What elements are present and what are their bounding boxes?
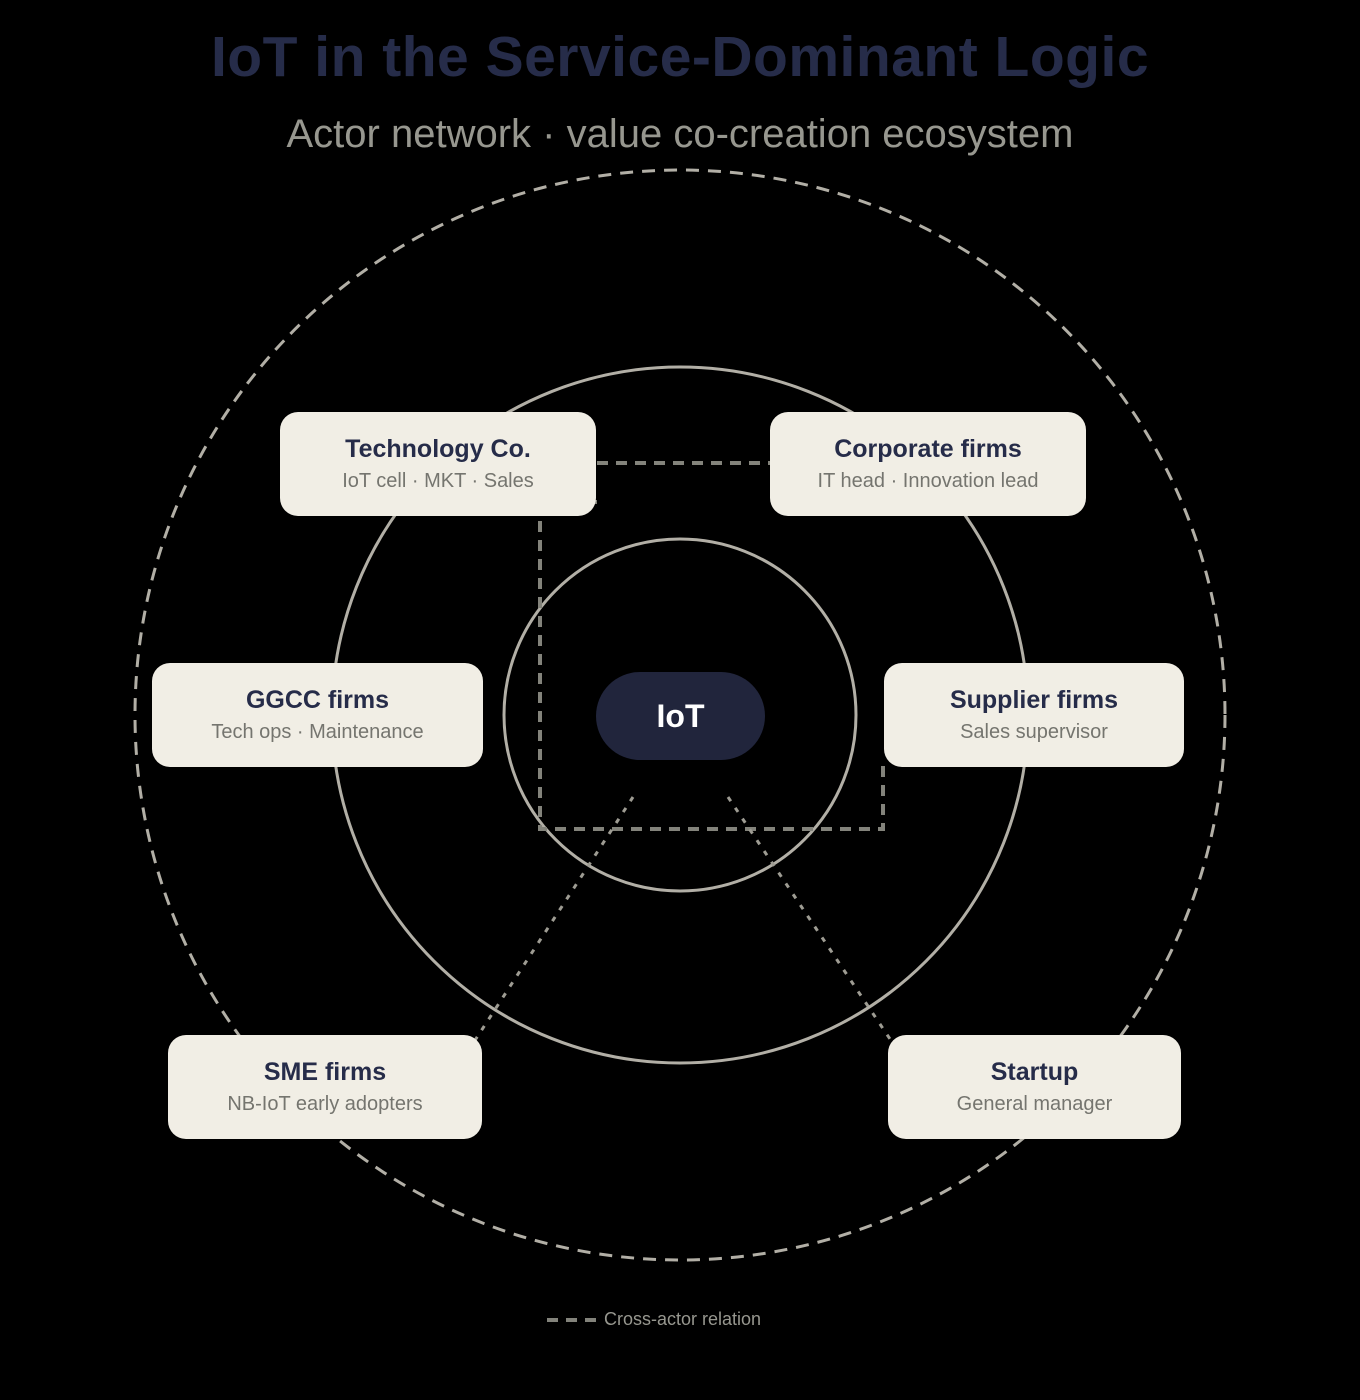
actor-roles: IoT cell · MKT · Sales: [342, 470, 534, 492]
actor-name: Corporate firms: [834, 435, 1022, 463]
outer-dashed-circle: [133, 168, 1227, 1262]
page-subtitle: Actor network · value co-creation ecosys…: [286, 112, 1074, 156]
legend-label: Cross-actor relation: [604, 1309, 762, 1329]
actor-name: SME firms: [263, 1058, 387, 1086]
actor-roles: NB-IoT early adopters: [227, 1093, 423, 1115]
actor-box-sme-firms: SME firms NB-IoT early adopters: [168, 1035, 482, 1139]
relation-tech-supplier: [538, 500, 885, 831]
iot-center-node: IoT: [596, 672, 765, 760]
actor-name: GGCC firms: [245, 686, 390, 714]
page-title: IoT in the Service-Dominant Logic: [210, 25, 1150, 89]
actor-roles: Sales supervisor: [960, 721, 1108, 743]
actor-name: Supplier firms: [949, 686, 1119, 714]
actor-roles: IT head · Innovation lead: [817, 470, 1039, 492]
actor-box-startup: Startup General manager: [888, 1035, 1181, 1139]
actor-box-corporate-firms: Corporate firms IT head · Innovation lea…: [770, 412, 1086, 516]
actor-roles: General manager: [956, 1093, 1113, 1115]
actor-box-ggcc-firms: GGCC firms Tech ops · Maintenance: [152, 663, 483, 767]
actor-box-technology-co: Technology Co. IoT cell · MKT · Sales: [280, 412, 596, 516]
dotted-line-to-sme: [468, 796, 635, 1049]
actor-name: Startup: [990, 1058, 1079, 1086]
actor-box-supplier-firms: Supplier firms Sales supervisor: [884, 663, 1184, 767]
actor-roles: Tech ops · Maintenance: [211, 721, 424, 743]
inner-circle: [502, 537, 858, 893]
dotted-line-to-startup: [726, 796, 898, 1049]
actor-name: Technology Co.: [345, 435, 531, 463]
